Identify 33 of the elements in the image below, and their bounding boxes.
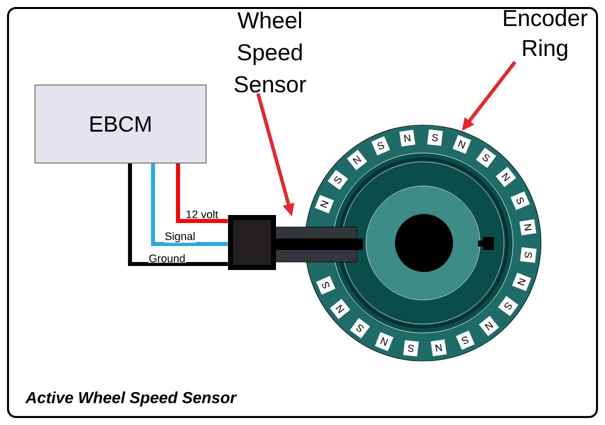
pole-label: N	[519, 219, 536, 236]
sensor-drawing	[228, 215, 363, 270]
pole-label: N	[374, 332, 394, 352]
pole-label: S	[476, 148, 496, 168]
pole-label: S	[498, 296, 518, 316]
pole-label: N	[452, 134, 472, 154]
pole-label: N	[496, 166, 516, 188]
wire	[176, 164, 228, 223]
callout-text: Wheel Speed Sensor	[234, 12, 306, 92]
pole-label: S	[316, 276, 336, 295]
wire-label: 12 volt	[185, 210, 219, 219]
pole-label: S	[510, 191, 530, 210]
pole-label: S	[371, 136, 390, 156]
pole-label: S	[427, 129, 443, 146]
wire	[128, 164, 228, 266]
pole-label: S	[456, 330, 475, 350]
pole-label: S	[328, 170, 348, 190]
wire	[151, 164, 228, 246]
callout-text: Encoder Ring	[504, 9, 588, 61]
pole-label: N	[430, 339, 447, 356]
wire-label: Signal	[164, 232, 196, 243]
pole-label: N	[478, 316, 500, 336]
control-module-box: EBCM	[34, 84, 206, 164]
wire-label: Ground	[148, 254, 186, 263]
pole-label: N	[399, 130, 416, 147]
pole-label: S	[350, 318, 370, 338]
pole-label: N	[512, 272, 532, 292]
pole-label: N	[330, 298, 350, 320]
pole-label: N	[346, 150, 368, 170]
pole-label: N	[314, 194, 334, 214]
caption: Active Wheel Speed Sensor	[25, 392, 237, 406]
pole-label: S	[403, 340, 419, 357]
pole-label: S	[520, 247, 537, 263]
